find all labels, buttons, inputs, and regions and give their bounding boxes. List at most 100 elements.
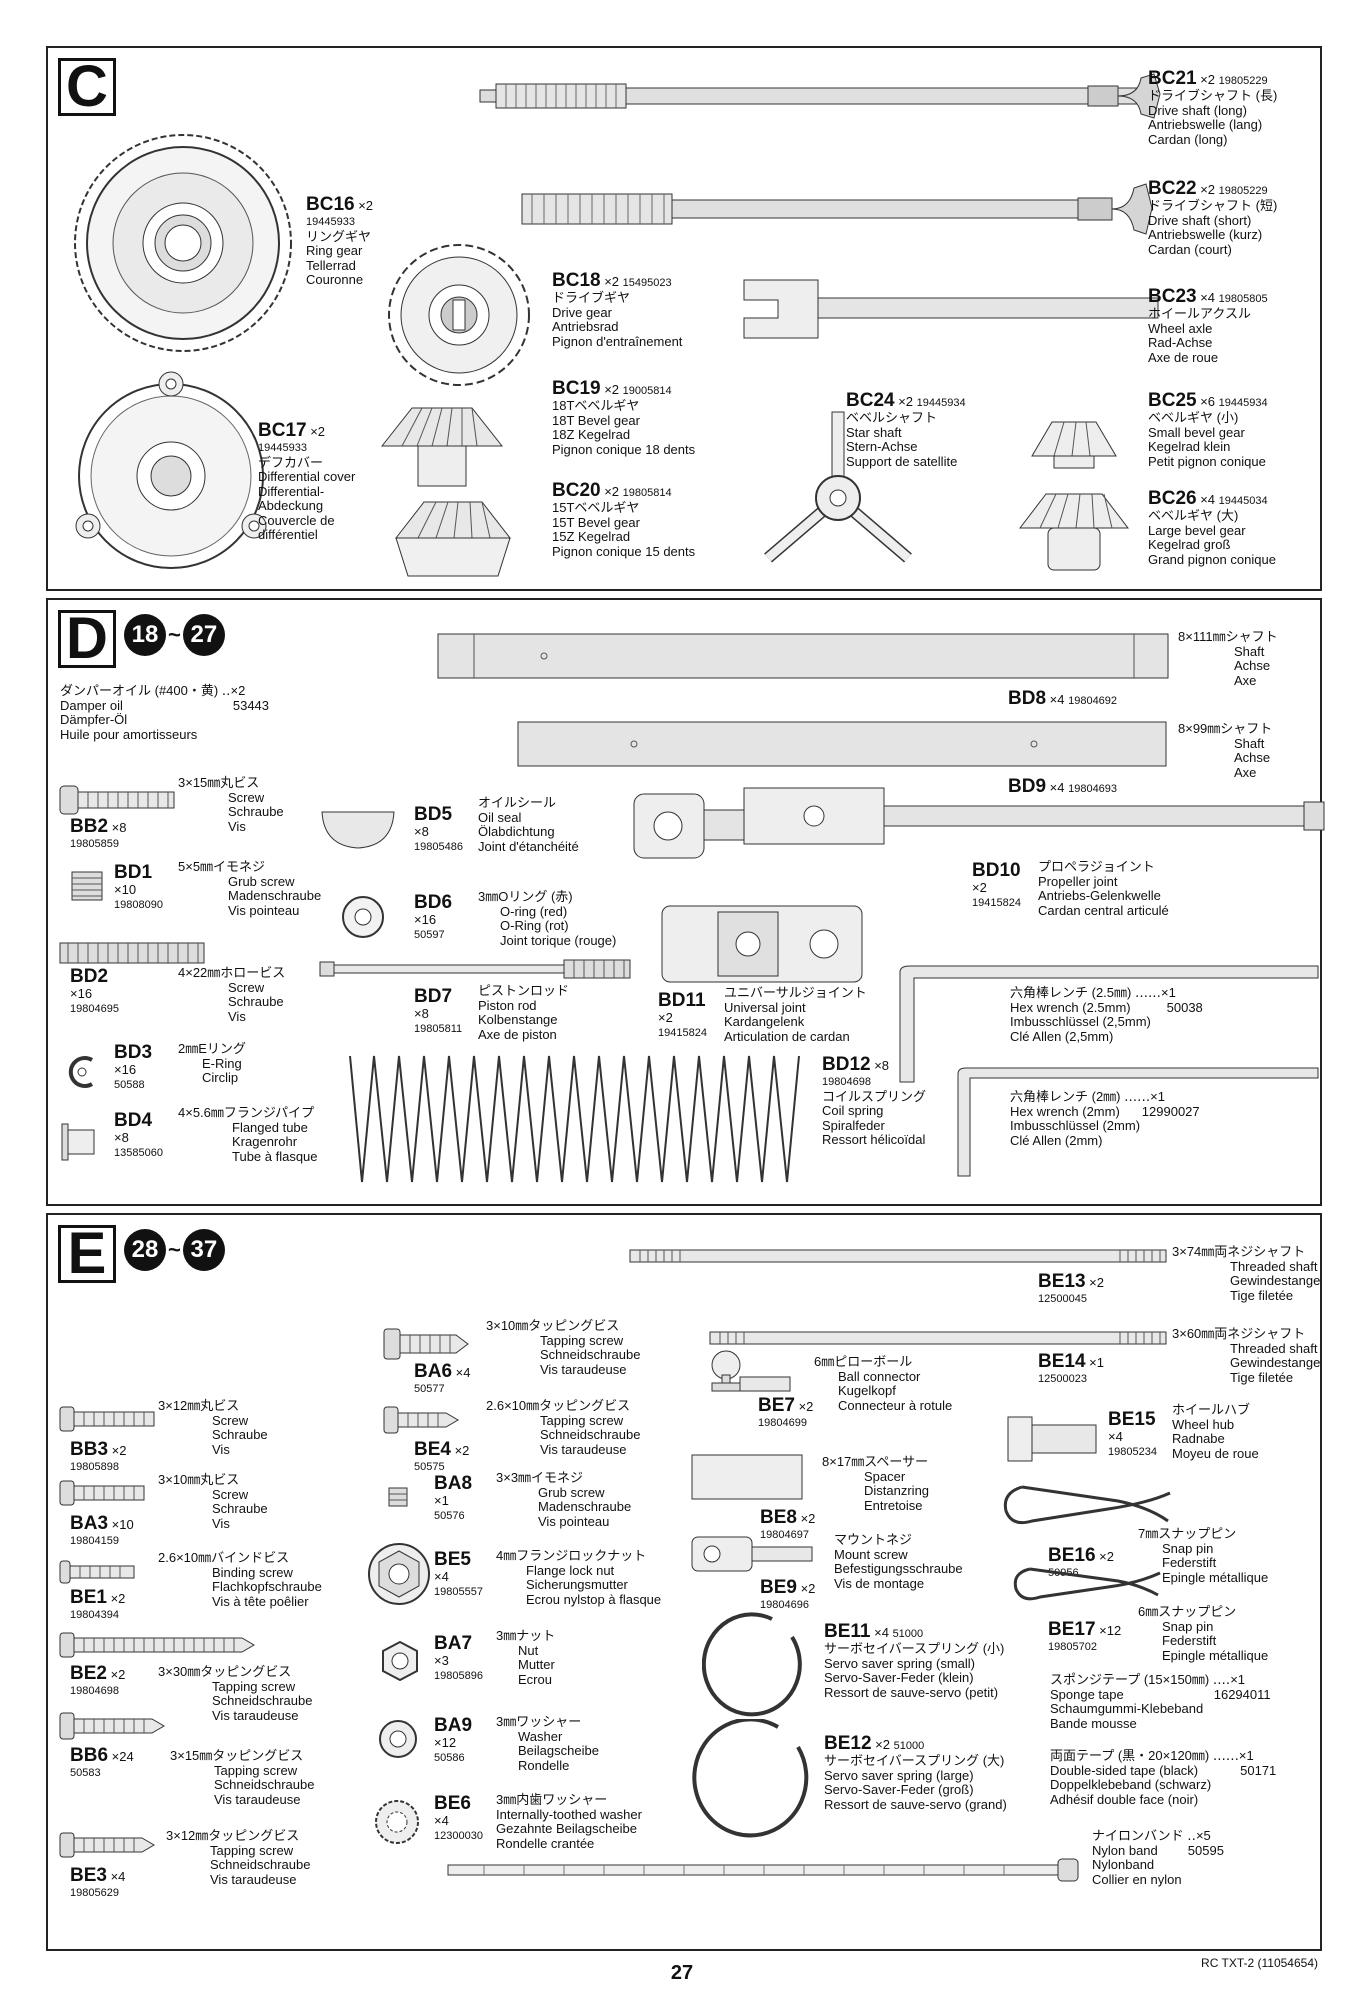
drive-shaft-short-drawing (521, 183, 1153, 235)
snap-pin-6mm-drawing (1013, 1567, 1161, 1601)
snap-pin-7mm-drawing (1003, 1485, 1171, 1525)
bc26-label: BC26 ×4 19445034 ベベルギヤ (大)Large bevel ge… (1148, 488, 1276, 567)
threaded-shaft-60mm-drawing (709, 1331, 1167, 1345)
be12-label: BE12 ×2 51000 サーボセイバースプリング (大)Servo save… (824, 1733, 1007, 1812)
servo-saver-spring-large-drawing (692, 1719, 809, 1838)
bd8-label: BD8 ×4 19804692 (1008, 688, 1118, 709)
wheel-hub-drawing (1007, 1416, 1097, 1462)
step-from-badge: 28 (124, 1229, 166, 1271)
bb2-screw-drawing (59, 785, 175, 815)
propeller-joint-drawing (633, 787, 1325, 859)
binding-screw-drawing (59, 1560, 135, 1584)
small-bevel-gear-drawing (1031, 421, 1117, 469)
nut-drawing (382, 1640, 418, 1682)
toothed-washer-drawing (375, 1800, 419, 1844)
bevel-gear-15t-drawing (394, 501, 512, 577)
ba6-tapping-screw-drawing (383, 1328, 469, 1360)
e-ring-icon (68, 1056, 94, 1088)
wrench-2mm-label: 六角棒レンチ (2㎜) ‥‥‥×1 Hex wrench (2mm)129900… (1010, 1089, 1200, 1148)
bc25-label: BC25 ×6 19445934 ベベルギヤ (小)Small bevel ge… (1148, 390, 1268, 469)
be4-tapping-screw-drawing (383, 1406, 459, 1434)
step-range: 28 ~ 37 (124, 1229, 225, 1271)
document-code: RC TXT-2 (11054654) (1201, 1956, 1318, 1970)
be2-tapping-screw-drawing (59, 1632, 255, 1658)
shaft-99mm-drawing (517, 721, 1167, 767)
section-d-panel: D 18 ~ 27 ダンパーオイル (#400・黄) ‥×2 Damper oi… (46, 598, 1325, 1206)
step-range-separator: ~ (168, 622, 181, 647)
drive-shaft-long-drawing (479, 73, 1161, 119)
bevel-gear-18t-drawing (380, 407, 504, 487)
drive-gear-drawing (388, 244, 530, 386)
piston-rod-drawing (319, 959, 631, 979)
section-letter: E (58, 1225, 116, 1283)
grub-screw-3x3-drawing (388, 1487, 408, 1507)
be3-tapping-screw-drawing (59, 1832, 155, 1858)
oil-seal-drawing (321, 811, 395, 849)
step-to-badge: 37 (182, 1229, 225, 1271)
spacer-drawing (691, 1454, 803, 1500)
hollow-screw-drawing (59, 942, 205, 964)
o-ring-drawing (342, 896, 384, 938)
flanged-tube-drawing (61, 1123, 95, 1161)
nylon-band-drawing (447, 1858, 1079, 1882)
section-letter: D (58, 610, 116, 668)
ball-connector-drawing (711, 1350, 791, 1392)
hex-wrench-2-5mm-drawing (899, 965, 1319, 1083)
bb3-screw-drawing (59, 1406, 155, 1432)
servo-saver-spring-small-drawing (702, 1612, 802, 1717)
coil-spring-drawing (349, 1055, 800, 1183)
flange-lock-nut-drawing (368, 1543, 430, 1605)
wheel-axle-drawing (743, 279, 1159, 339)
